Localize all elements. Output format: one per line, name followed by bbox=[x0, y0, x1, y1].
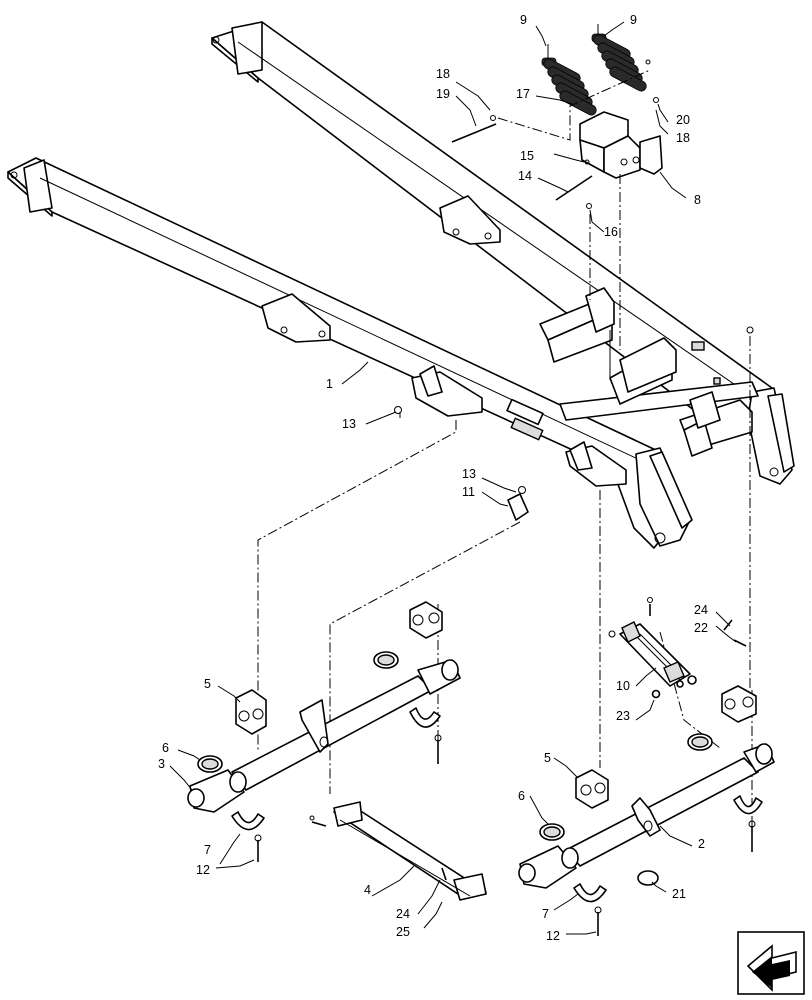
callout-10: 10 bbox=[616, 679, 630, 693]
callout-6-right: 6 bbox=[518, 789, 525, 803]
callout-18-right: 18 bbox=[676, 131, 690, 145]
callout-21: 21 bbox=[672, 887, 686, 901]
frame-beam-rear bbox=[211, 21, 795, 485]
callout-5-right: 5 bbox=[544, 751, 551, 765]
callout-7-left: 7 bbox=[204, 843, 211, 857]
callout-4: 4 bbox=[364, 883, 371, 897]
frame-beam-front bbox=[7, 157, 693, 549]
callout-16: 16 bbox=[604, 225, 618, 239]
callout-22: 22 bbox=[694, 621, 708, 635]
callouts: 1 2 3 4 5 5 6 6 7 7 8 9 9 10 11 12 12 13… bbox=[158, 13, 708, 943]
callout-20: 20 bbox=[676, 113, 690, 127]
callout-25: 25 bbox=[396, 925, 410, 939]
callout-8: 8 bbox=[694, 193, 701, 207]
callout-3: 3 bbox=[158, 757, 165, 771]
callout-1: 1 bbox=[326, 377, 333, 391]
callout-2: 2 bbox=[698, 837, 705, 851]
callout-24-lower: 24 bbox=[396, 907, 410, 921]
callout-14: 14 bbox=[518, 169, 532, 183]
axle-assembly-left bbox=[187, 601, 461, 862]
cylinder-item-10 bbox=[608, 597, 747, 699]
spring-left bbox=[541, 57, 597, 116]
callout-11: 11 bbox=[462, 485, 475, 499]
axle-assembly-right bbox=[518, 685, 775, 936]
previous-page-arrow-icon[interactable] bbox=[737, 931, 805, 995]
callout-12-right: 12 bbox=[546, 929, 560, 943]
callout-9-right: 9 bbox=[630, 13, 637, 27]
callout-19: 19 bbox=[436, 87, 450, 101]
frame-cross-members bbox=[539, 287, 759, 457]
callout-15: 15 bbox=[520, 149, 534, 163]
spring-right bbox=[591, 33, 647, 92]
callout-5-left: 5 bbox=[204, 677, 211, 691]
callout-24-right: 24 bbox=[694, 603, 708, 617]
bracket-item-8 bbox=[579, 111, 663, 179]
bracket-item-11 bbox=[394, 406, 529, 521]
callout-6-left: 6 bbox=[162, 741, 169, 755]
callout-7-right: 7 bbox=[542, 907, 549, 921]
callout-12-left: 12 bbox=[196, 863, 210, 877]
leader-lines bbox=[169, 21, 737, 935]
callout-13-lower: 13 bbox=[462, 467, 476, 481]
callout-18-left: 18 bbox=[436, 67, 450, 81]
callout-13-upper: 13 bbox=[342, 417, 356, 431]
callout-9-left: 9 bbox=[520, 13, 527, 27]
callout-17: 17 bbox=[516, 87, 530, 101]
link-bar-item-4 bbox=[309, 801, 487, 901]
spring-assembly bbox=[451, 24, 754, 350]
callout-23: 23 bbox=[616, 709, 630, 723]
